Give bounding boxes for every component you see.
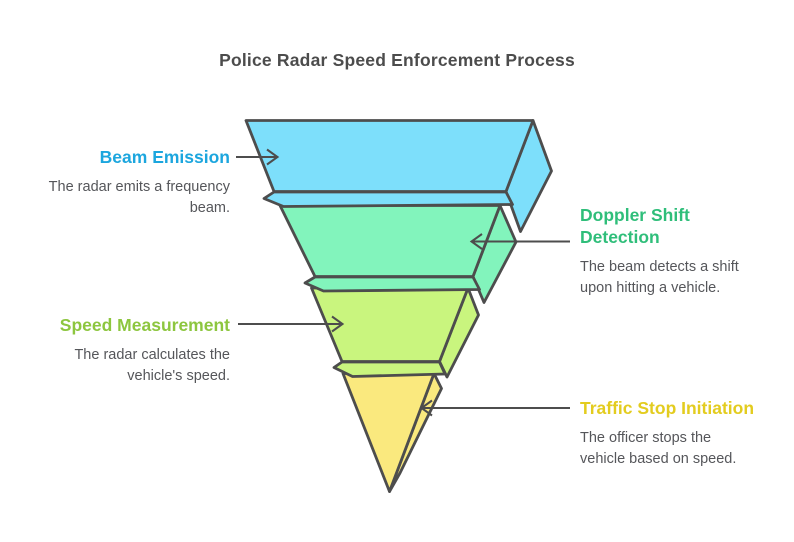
stage-label-line: Beam Emission (99, 147, 230, 167)
stage-block-doppler-shift: Doppler Shift Detection The beam detects… (580, 204, 794, 299)
funnel-stage-3-lip (332, 360, 447, 378)
stage-desc-line: vehicle's speed. (127, 368, 230, 384)
page-title: Police Radar Speed Enforcement Process (219, 50, 575, 70)
stage-desc-line: The radar calculates the (74, 347, 230, 363)
arrow-right-icon (266, 148, 280, 166)
stage-label: Traffic Stop Initiation (580, 397, 794, 419)
arrow-speed-measurement (238, 315, 345, 333)
stage-description: The radar calculates the vehicle's speed… (0, 345, 230, 387)
stage-desc-line: The radar emits a frequency (48, 179, 230, 195)
funnel-stage-3 (310, 286, 480, 379)
stage-desc-line: vehicle based on speed. (580, 451, 737, 467)
stage-description: The radar emits a frequency beam. (0, 177, 230, 219)
stage-label: Speed Measurement (0, 314, 230, 336)
funnel-stage-4 (341, 372, 443, 493)
stage-label: Beam Emission (0, 146, 230, 168)
stage-block-traffic-stop: Traffic Stop Initiation The officer stop… (580, 397, 794, 470)
stage-label-line: Detection (580, 227, 660, 247)
arrow-doppler-shift (469, 233, 570, 250)
stage-label-line: Speed Measurement (59, 315, 230, 335)
stage-label: Doppler Shift Detection (580, 204, 794, 248)
stage-label-line: Doppler Shift (580, 205, 690, 225)
stage-desc-line: The beam detects a shift (580, 259, 739, 275)
funnel-stage-2-front (278, 204, 502, 278)
funnel-stage-2 (278, 204, 518, 304)
funnel-stage-1-lip (262, 190, 514, 208)
arrow-beam-emission (236, 148, 280, 166)
stage-desc-line: upon hitting a vehicle. (580, 280, 721, 296)
funnel-stage-1 (244, 119, 553, 233)
stage-block-beam-emission: Beam Emission The radar emits a frequenc… (0, 146, 230, 219)
stage-desc-line: The officer stops the (580, 430, 712, 446)
stage-desc-line: beam. (189, 200, 230, 216)
stage-description: The officer stops the vehicle based on s… (580, 428, 794, 470)
arrow-left-icon (419, 399, 433, 417)
arrow-right-icon (331, 315, 345, 333)
arrow-left-icon (469, 233, 483, 250)
stage-block-speed-measurement: Speed Measurement The radar calculates t… (0, 314, 230, 387)
funnel-stage-1-front (244, 119, 535, 193)
stage-description: The beam detects a shift upon hitting a … (580, 257, 794, 299)
funnel-stage-2-lip (303, 275, 481, 293)
arrow-traffic-stop (419, 399, 570, 417)
stage-label-line: Traffic Stop Initiation (580, 398, 755, 418)
